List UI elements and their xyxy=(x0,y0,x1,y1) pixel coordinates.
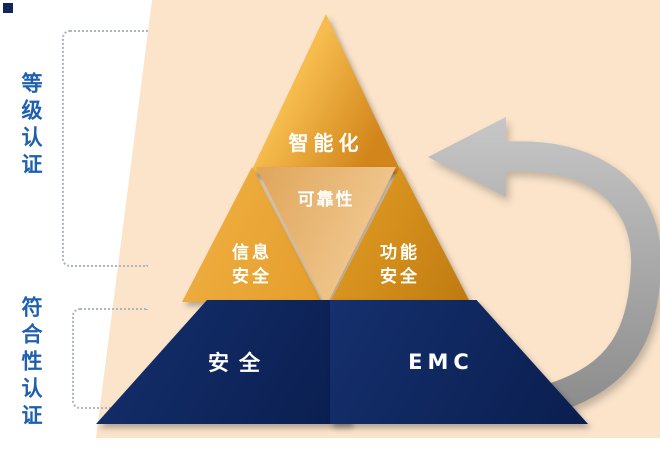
label-level-certification: 等级认证 xyxy=(19,72,43,180)
label-reliability: 可靠性 xyxy=(297,190,355,210)
pyramid-top-intelligence: 智能化 xyxy=(250,14,402,174)
triangle-functional-safety: 功能 安全 xyxy=(330,167,470,302)
pyramid-mid-functional-safety: 功能 安全 xyxy=(330,167,470,302)
label-functional: 功能 xyxy=(380,242,420,263)
label-information: 信息 xyxy=(232,242,272,263)
label-emc: EMC xyxy=(408,350,474,374)
label-information-security: 安全 xyxy=(232,267,272,288)
label-intelligence: 智能化 xyxy=(288,131,364,155)
bracket-level-certification xyxy=(62,30,148,267)
trapezoid-emc: EMC xyxy=(330,300,588,424)
pyramid-bottom-emc: EMC xyxy=(330,300,588,424)
triangle-intelligence: 智能化 xyxy=(250,14,402,174)
label-safety: 安全 xyxy=(208,351,270,375)
label-conformity-certification: 符合性认证 xyxy=(19,296,43,431)
trapezoid-safety: 安全 xyxy=(96,300,350,424)
label-functional-safety: 安全 xyxy=(380,267,420,288)
bracket-conformity-certification xyxy=(72,308,148,409)
corner-mark xyxy=(3,3,13,13)
pyramid-bottom-safety: 安全 xyxy=(96,300,350,424)
